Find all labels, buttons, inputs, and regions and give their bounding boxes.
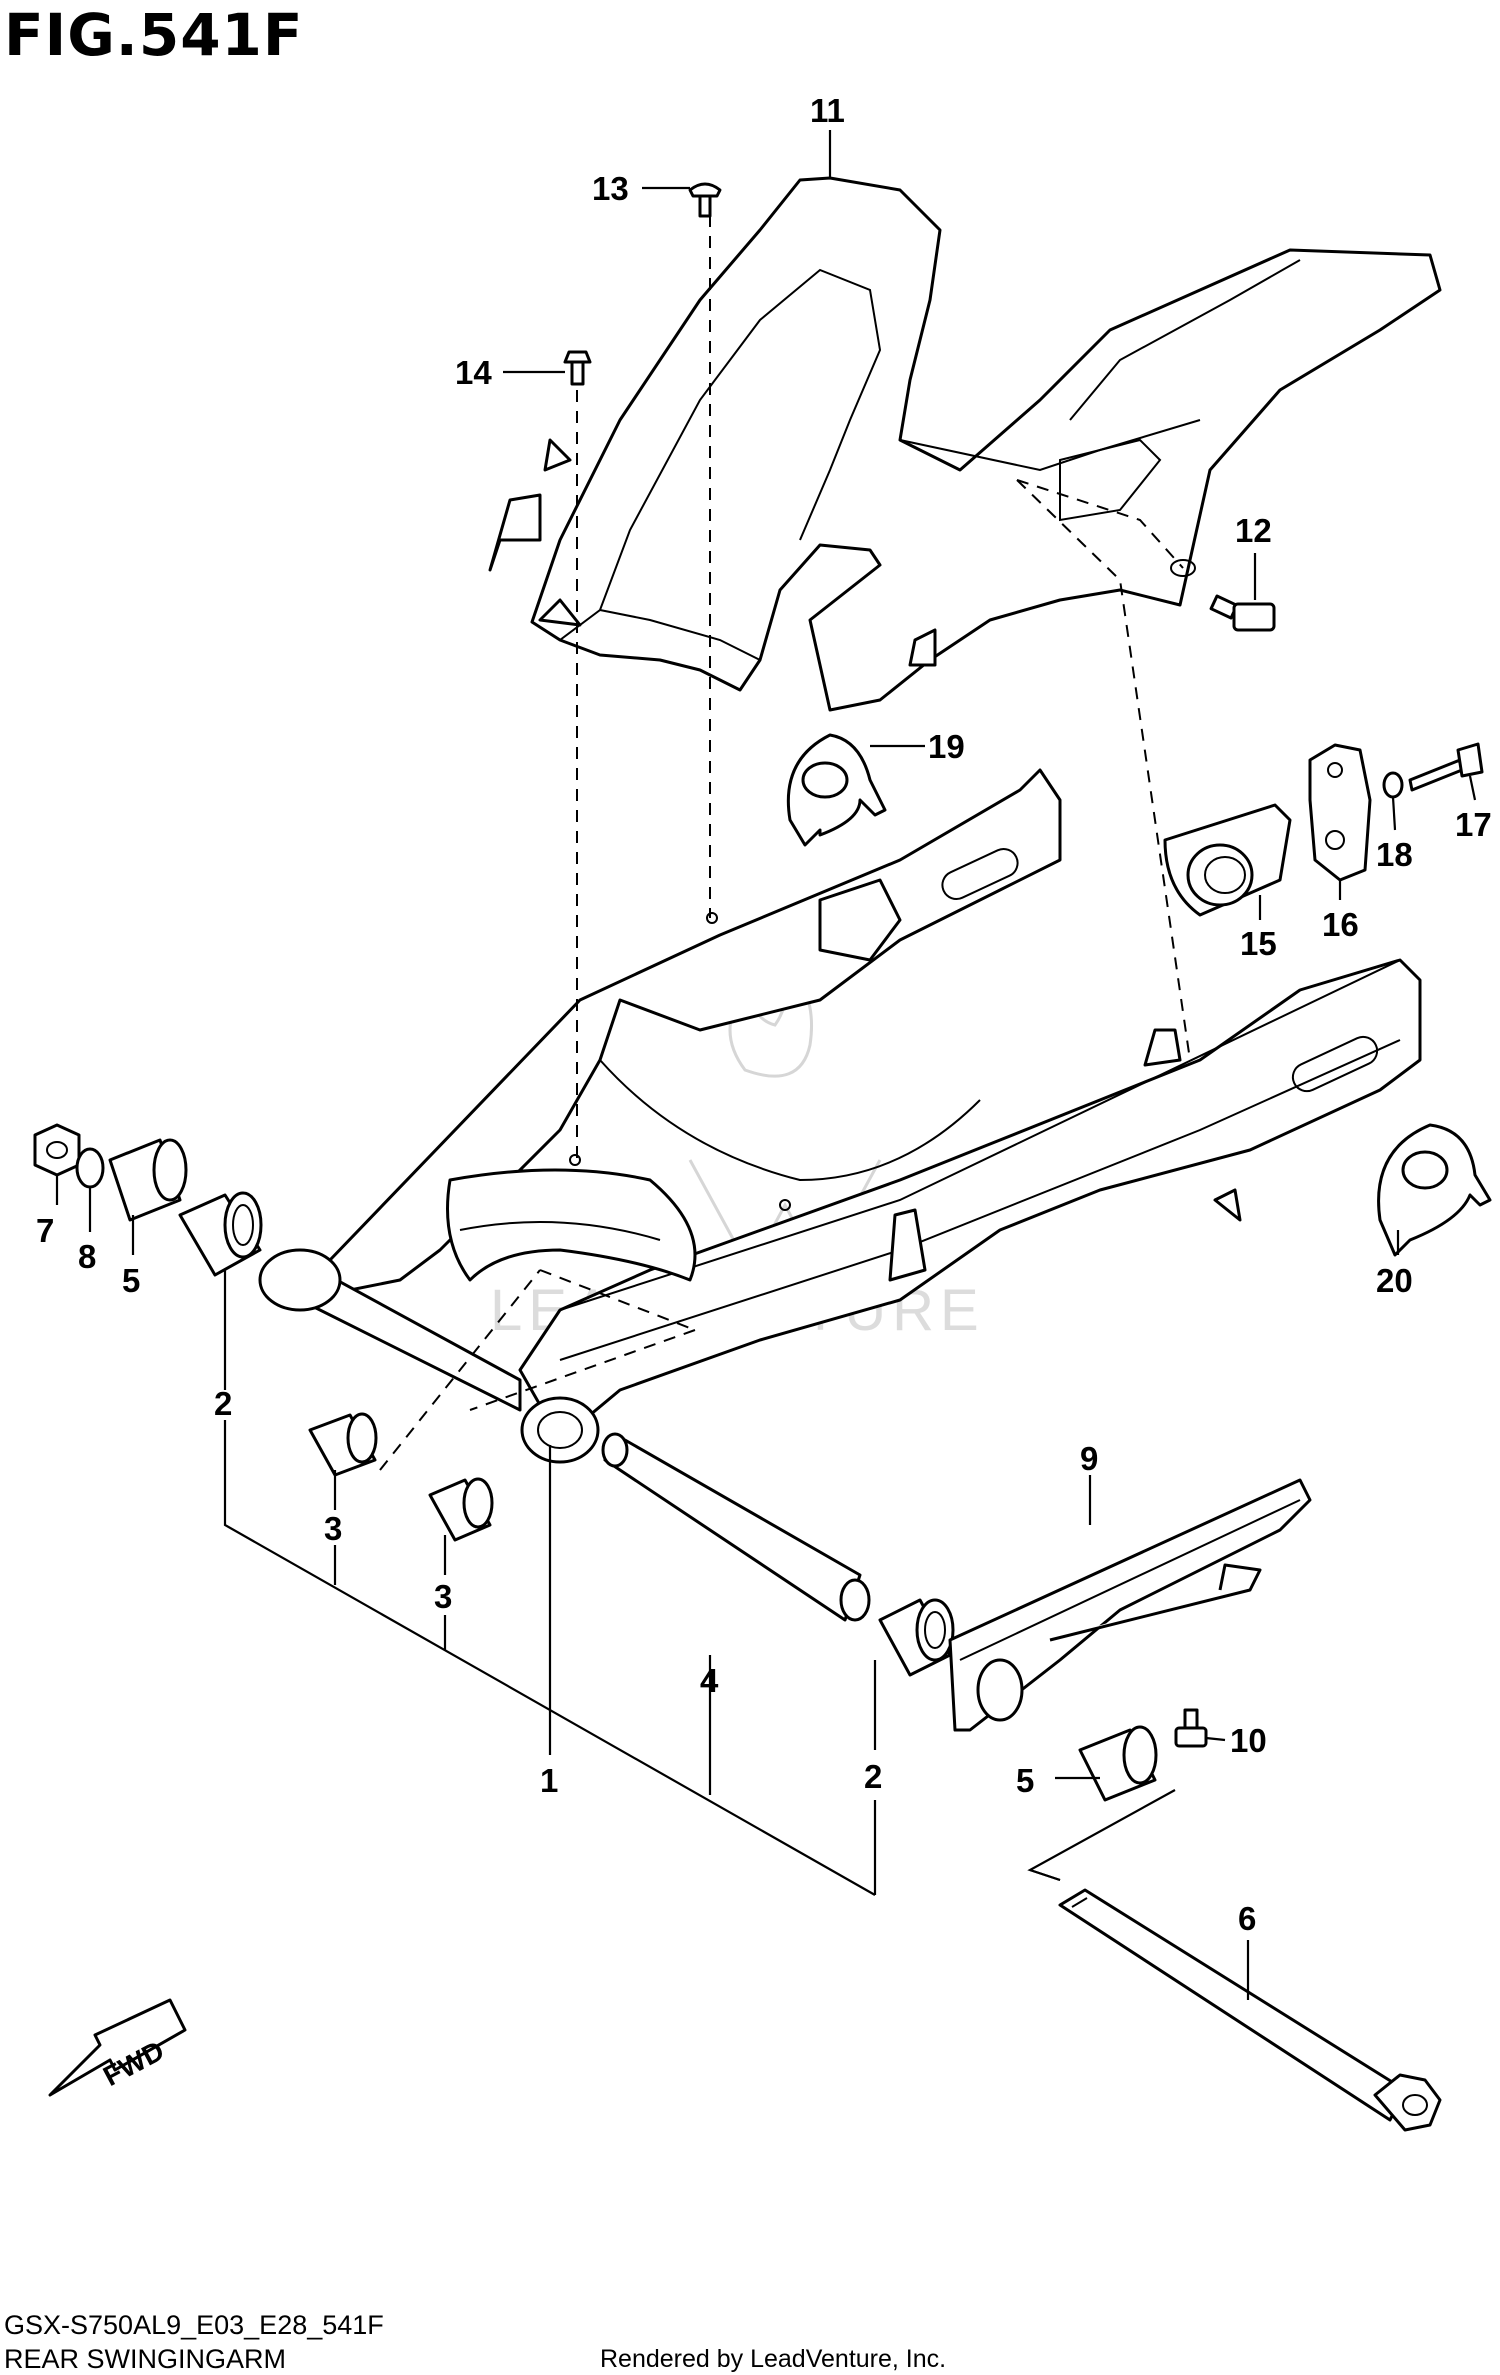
part-5-collar-left bbox=[108, 1138, 188, 1222]
callout-14: 14 bbox=[455, 354, 492, 391]
part-14-clip bbox=[563, 350, 592, 386]
callout-15: 15 bbox=[1240, 925, 1277, 962]
callout-20: 20 bbox=[1376, 1262, 1413, 1299]
callout-11: 11 bbox=[810, 92, 845, 129]
part-16-guide bbox=[1308, 743, 1372, 882]
part-2-bearing-right bbox=[878, 1598, 955, 1677]
callout-12: 12 bbox=[1235, 512, 1272, 549]
callout-8: 8 bbox=[78, 1238, 96, 1275]
part-7-nut bbox=[33, 1123, 81, 1177]
part-8-washer bbox=[75, 1147, 105, 1189]
callout-18: 18 bbox=[1376, 836, 1413, 873]
callout-2-left: 2 bbox=[214, 1385, 232, 1422]
part-20-bracket bbox=[1377, 1123, 1492, 1257]
forward-arrow-icon: FWD bbox=[48, 1998, 187, 2097]
callout-2-right: 2 bbox=[864, 1758, 882, 1795]
part-17-bolt bbox=[1408, 742, 1484, 792]
part-5-collar-right bbox=[1078, 1725, 1158, 1802]
reference-lines bbox=[379, 215, 1191, 1471]
part-13-screw bbox=[688, 182, 722, 218]
callout-3-b: 3 bbox=[434, 1578, 452, 1615]
callout-labels: 11 13 14 12 19 15 16 18 17 20 7 8 5 2 3 … bbox=[36, 92, 1492, 1937]
part-9-chain-slider bbox=[948, 1478, 1312, 1732]
callout-9: 9 bbox=[1080, 1440, 1098, 1477]
callout-13: 13 bbox=[592, 170, 629, 207]
leader-lines bbox=[55, 130, 1477, 2000]
render-credit: Rendered by LeadVenture, Inc. bbox=[600, 2345, 947, 2373]
callout-10: 10 bbox=[1230, 1722, 1267, 1759]
callout-17: 17 bbox=[1455, 806, 1492, 843]
part-12-flange-bolt bbox=[1209, 594, 1276, 632]
part-11-rear-fender-hugger bbox=[488, 176, 1442, 712]
figure-title: FIG.541F bbox=[4, 1, 304, 69]
figure-model-code: GSX-S750AL9_E03_E28_541F bbox=[4, 2310, 384, 2340]
callout-1: 1 bbox=[540, 1762, 558, 1799]
part-18-washer bbox=[1382, 771, 1404, 799]
figure-name: REAR SWINGINGARM bbox=[4, 2344, 287, 2374]
part-3-bearing-b bbox=[428, 1477, 494, 1542]
callout-5-left: 5 bbox=[122, 1262, 140, 1299]
callout-6: 6 bbox=[1238, 1900, 1256, 1937]
callout-3-a: 3 bbox=[324, 1510, 342, 1547]
part-15-chain-buffer bbox=[1163, 803, 1292, 917]
callout-16: 16 bbox=[1322, 906, 1359, 943]
callout-7: 7 bbox=[36, 1212, 54, 1249]
part-4-spacer bbox=[601, 1432, 871, 1622]
part-10-screw bbox=[1174, 1708, 1208, 1748]
part-19-bracket bbox=[786, 733, 887, 847]
callout-19: 19 bbox=[928, 728, 965, 765]
callout-4: 4 bbox=[700, 1662, 719, 1699]
part-2-bearing-left bbox=[178, 1191, 263, 1277]
callout-5-right: 5 bbox=[1016, 1762, 1034, 1799]
part-1-swingarm bbox=[258, 768, 1422, 1464]
part-3-bearing-a bbox=[308, 1412, 378, 1477]
part-6-pivot-shaft bbox=[1058, 1888, 1442, 2132]
